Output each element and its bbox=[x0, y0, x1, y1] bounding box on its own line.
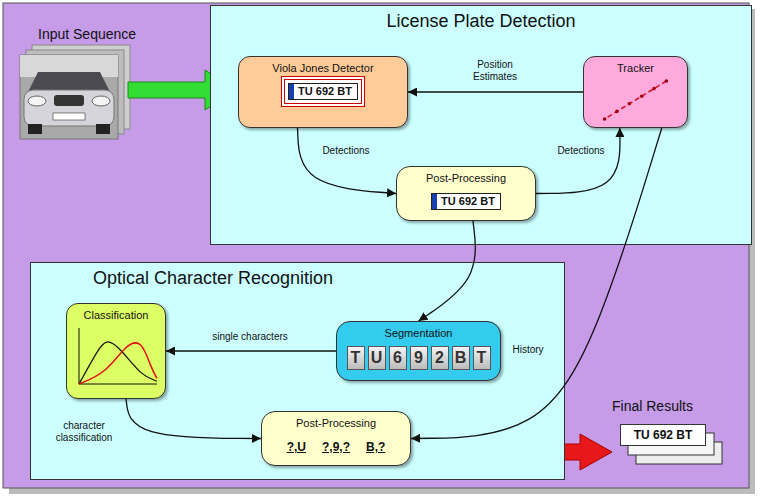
headlight bbox=[92, 96, 110, 106]
connector bbox=[298, 128, 397, 194]
detector-box: Viola Jones Detector TU 692 BT bbox=[238, 56, 408, 128]
connector bbox=[536, 128, 620, 194]
tracker-box: Tracker bbox=[583, 56, 688, 128]
panel-title: Optical Character Recognition bbox=[31, 267, 564, 289]
panel: Optical Character RecognitionClassificat… bbox=[30, 262, 565, 480]
chart-axes bbox=[79, 328, 157, 384]
panel: License Plate DetectionViola Jones Detec… bbox=[210, 5, 752, 245]
box-title: Post-Processing bbox=[426, 171, 506, 185]
character-hypothesis: B,? bbox=[366, 440, 385, 454]
plate-text: TU 692 BT bbox=[431, 193, 501, 210]
panel-title: License Plate Detection bbox=[211, 10, 751, 32]
connector-label: single characters bbox=[210, 331, 290, 343]
connector-label: Position Estimates bbox=[462, 59, 528, 83]
character-hypothesis: ?,U bbox=[287, 440, 306, 454]
wheel bbox=[28, 124, 42, 134]
track-point bbox=[640, 94, 644, 98]
track-point bbox=[603, 117, 607, 121]
outer-frame bbox=[3, 3, 749, 488]
process-box: SegmentationTU692BT bbox=[336, 321, 501, 381]
grille bbox=[54, 95, 84, 106]
process-box: Post-Processing ?,U ?,9,? B,? bbox=[261, 411, 411, 466]
track-point bbox=[652, 87, 656, 91]
segmented-character: U bbox=[368, 346, 386, 370]
windshield bbox=[28, 72, 110, 92]
box-title: Post-Processing bbox=[296, 416, 376, 430]
connector bbox=[126, 399, 261, 439]
wheel bbox=[96, 124, 110, 134]
segmented-character: T bbox=[347, 346, 365, 370]
connector-label: character classification bbox=[43, 420, 125, 444]
headlight bbox=[28, 96, 46, 106]
track-point bbox=[615, 110, 619, 114]
segmented-character: 9 bbox=[410, 346, 428, 370]
track-point bbox=[628, 102, 632, 106]
result-row: ?,U ?,9,? B,? bbox=[287, 440, 386, 454]
connector bbox=[166, 350, 336, 351]
character-hypothesis: ?,9,? bbox=[322, 440, 350, 454]
track-line bbox=[605, 81, 667, 119]
character-row: TU692BT bbox=[347, 346, 491, 370]
chart-curve bbox=[79, 343, 157, 384]
frame bbox=[20, 55, 118, 139]
connector bbox=[411, 128, 662, 439]
input-label: Input Sequence bbox=[38, 26, 136, 42]
connector-label: Detections bbox=[320, 145, 371, 157]
car-body bbox=[24, 90, 114, 126]
box-title: Segmentation bbox=[385, 326, 453, 340]
connector-label: History bbox=[510, 344, 545, 356]
segmented-character: 2 bbox=[431, 346, 449, 370]
classifier-box: Classification bbox=[66, 303, 166, 399]
car-illustration bbox=[20, 45, 130, 139]
connector bbox=[419, 221, 476, 321]
box-title: Classification bbox=[84, 308, 149, 322]
car-plate bbox=[53, 113, 85, 120]
chart-curve bbox=[79, 342, 157, 384]
process-box: Post-Processing TU 692 BT bbox=[396, 166, 536, 221]
plate-text: TU 692 BT bbox=[288, 83, 358, 100]
track-point bbox=[665, 79, 669, 83]
segmented-character: B bbox=[452, 346, 470, 370]
connector bbox=[408, 91, 583, 92]
output-label: Final Results bbox=[612, 398, 693, 414]
connector-label: Detections bbox=[555, 145, 606, 157]
box-title: Viola Jones Detector bbox=[272, 61, 373, 75]
box-title: Tracker bbox=[617, 61, 654, 75]
result-plate: TU 692 BT bbox=[620, 424, 706, 446]
segmented-character: 6 bbox=[389, 346, 407, 370]
segmented-character: T bbox=[473, 346, 491, 370]
